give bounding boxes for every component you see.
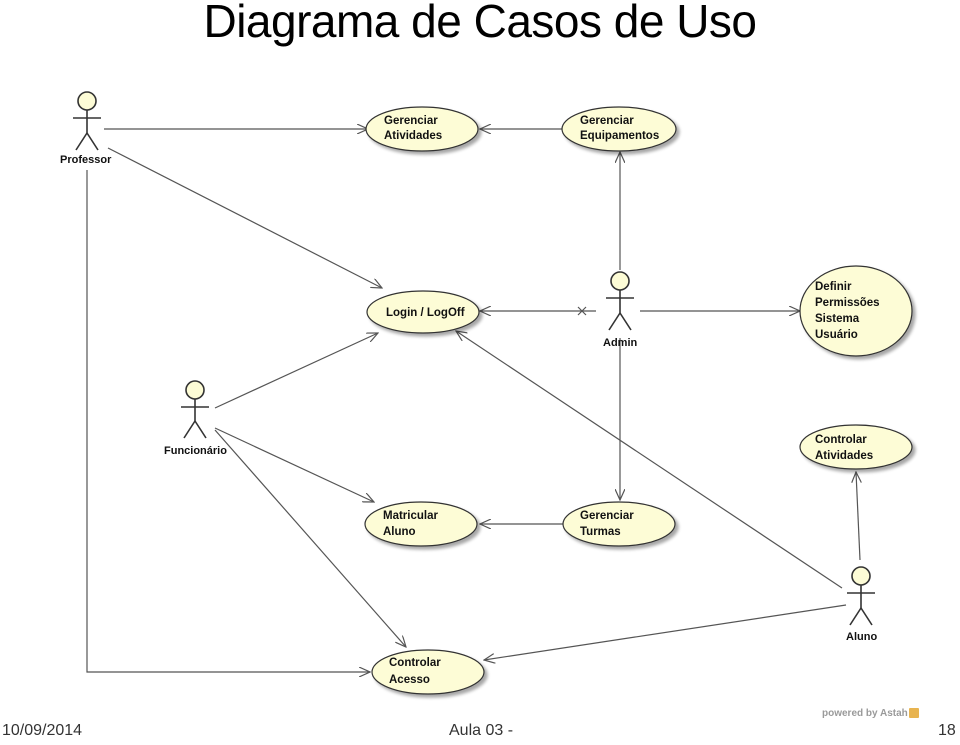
actor-aluno-label: Aluno bbox=[846, 631, 877, 643]
uc-label: Sistema bbox=[815, 313, 860, 325]
uc-label: Definir bbox=[815, 281, 852, 293]
actor-admin-label: Admin bbox=[603, 337, 638, 349]
uc-label: Acesso bbox=[389, 674, 430, 686]
actor-aluno-icon[interactable] bbox=[847, 566, 875, 626]
assoc-aluno-controlar-acesso bbox=[484, 604, 847, 660]
uc-label: Permissões bbox=[815, 297, 880, 309]
actor-professor-icon[interactable] bbox=[73, 91, 101, 151]
assoc-funcionario-login bbox=[214, 333, 378, 409]
uc-label: Controlar bbox=[389, 657, 441, 669]
uc-label: Matricular bbox=[383, 510, 438, 522]
footer-date: 10/09/2014 bbox=[2, 722, 83, 739]
use-case-gerenciar-equipamentos[interactable] bbox=[561, 106, 677, 152]
connectors bbox=[86, 129, 860, 672]
uc-label: Login / LogOff bbox=[386, 307, 465, 319]
use-case-matricular-aluno[interactable] bbox=[364, 501, 478, 547]
use-case-login-logoff[interactable] bbox=[366, 290, 480, 334]
uc-label: Aluno bbox=[383, 526, 416, 538]
uc-label: Atividades bbox=[815, 450, 873, 462]
uc-label: Gerenciar bbox=[580, 510, 634, 522]
uc-label: Gerenciar bbox=[384, 115, 438, 127]
astah-logo-icon bbox=[908, 708, 919, 719]
use-case-gerenciar-turmas[interactable] bbox=[562, 501, 676, 547]
actor-admin-icon[interactable] bbox=[606, 271, 634, 331]
footer-course: Aula 03 - bbox=[449, 722, 514, 739]
uc-label: Equipamentos bbox=[580, 130, 659, 142]
page-title: Diagrama de Casos de Uso bbox=[203, 0, 757, 47]
actor-professor-label: Professor bbox=[60, 154, 112, 166]
uc-label: Turmas bbox=[580, 526, 621, 538]
assoc-professor-login bbox=[107, 147, 382, 288]
actor-funcionario-label: Funcionário bbox=[164, 445, 227, 457]
uc-label: Controlar bbox=[815, 434, 867, 446]
assoc-funcionario-controlar-acesso bbox=[214, 429, 406, 647]
uc-label: Gerenciar bbox=[580, 115, 634, 127]
actor-funcionario-icon[interactable] bbox=[181, 380, 209, 439]
svg-text:Login / LogOff: Login / LogOff bbox=[386, 307, 465, 319]
use-case-controlar-atividades[interactable] bbox=[799, 424, 913, 470]
footer-page-number: 18 bbox=[938, 722, 956, 739]
uc-label: Usuário bbox=[815, 329, 858, 341]
uc-label: Atividades bbox=[384, 130, 442, 142]
use-case-gerenciar-atividades[interactable] bbox=[365, 106, 479, 152]
use-case-controlar-acesso[interactable] bbox=[371, 649, 485, 695]
powered-by-text: powered by Astah bbox=[822, 708, 908, 719]
assoc-professor-controlar-acesso bbox=[86, 170, 370, 672]
powered-by-astah: powered by Astah bbox=[822, 708, 919, 719]
assoc-aluno-controlar-atividades bbox=[856, 472, 860, 561]
cross-mark bbox=[577, 306, 587, 316]
assoc-funcionario-matricular bbox=[214, 427, 374, 502]
use-case-definir-permissoes[interactable] bbox=[799, 265, 913, 357]
assoc-aluno-login bbox=[456, 331, 843, 589]
